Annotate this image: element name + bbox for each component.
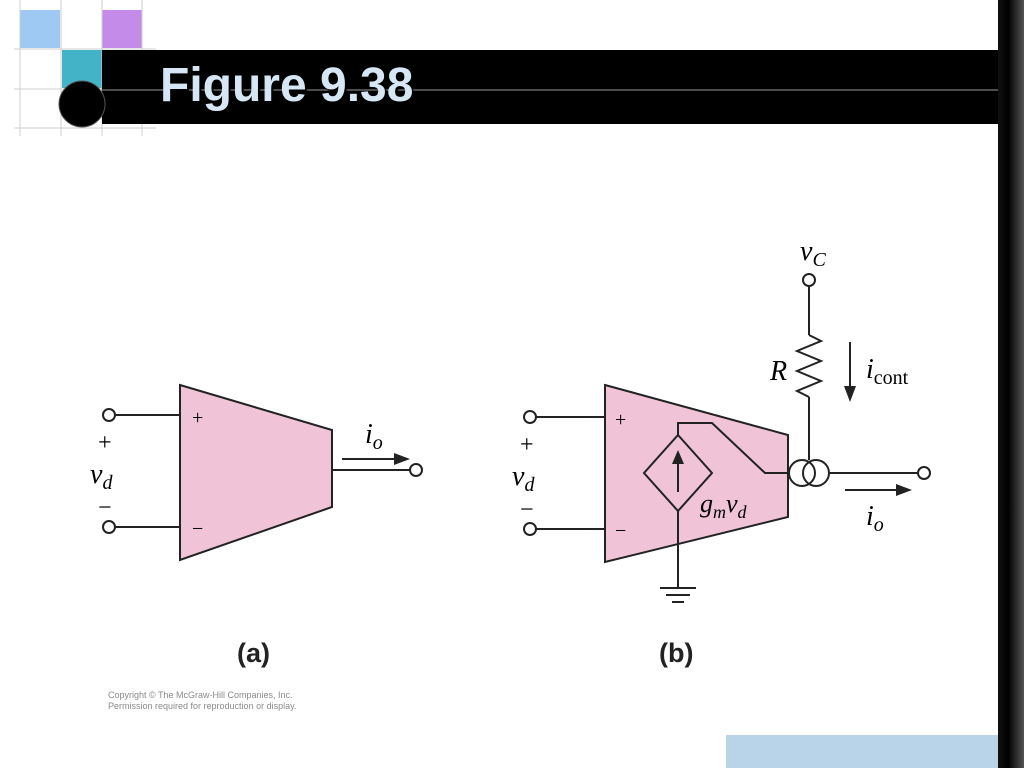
resistor-icon	[794, 334, 824, 398]
title-bar	[102, 50, 998, 124]
copyright-notice: Copyright © The McGraw-Hill Companies, I…	[108, 690, 296, 712]
title-underline	[100, 89, 998, 91]
terminal-a-minus	[102, 520, 116, 534]
label-a-vd: vd	[90, 459, 113, 494]
arrow-a-io	[394, 453, 410, 465]
copyright-line-2: Permission required for reproduction or …	[108, 701, 297, 711]
amp-b-minus-label: −	[615, 520, 626, 542]
amplifier-a-body	[179, 383, 333, 562]
polarity-a-minus: −	[98, 495, 112, 521]
terminal-b-plus	[523, 410, 537, 424]
diagram-b: + − + − vd vC R icont gmvd io	[512, 236, 931, 603]
amp-b-plus-label: +	[615, 409, 626, 431]
terminal-vc	[802, 273, 816, 287]
label-gm-vd: gmvd	[700, 489, 748, 522]
terminal-a-plus	[102, 408, 116, 422]
label-resistor: R	[769, 356, 787, 387]
terminal-b-minus	[523, 522, 537, 536]
source-up-arrow	[672, 450, 684, 464]
copyright-line-1: Copyright © The McGraw-Hill Companies, I…	[108, 690, 293, 700]
diagram-a: + − + − vd io	[90, 383, 423, 562]
grid-square-purple	[102, 10, 142, 48]
arrow-icont	[844, 386, 856, 402]
terminal-b-output	[917, 466, 931, 480]
amplifier-b-body	[604, 383, 789, 564]
caption-a: (a)	[237, 638, 270, 668]
right-edge-bar	[998, 0, 1024, 768]
label-vc: vC	[800, 236, 826, 271]
amp-a-plus-label: +	[192, 407, 203, 429]
label-icont: icont	[866, 354, 909, 389]
corner-accent-box	[726, 735, 998, 768]
grid-square-blue	[20, 10, 60, 48]
polarity-b-minus: −	[520, 497, 534, 523]
polarity-a-plus: +	[98, 430, 112, 456]
terminal-a-output	[409, 463, 423, 477]
label-b-io: io	[866, 501, 884, 536]
ground-icon	[660, 587, 696, 603]
title-circle-decoration	[58, 80, 106, 128]
caption-b: (b)	[659, 638, 694, 668]
arrow-b-io	[896, 484, 912, 496]
polarity-b-plus: +	[520, 432, 534, 458]
slide-title: Figure 9.38	[160, 59, 414, 112]
label-a-io: io	[365, 419, 383, 454]
amp-a-minus-label: −	[192, 518, 203, 540]
label-b-vd: vd	[512, 461, 535, 496]
